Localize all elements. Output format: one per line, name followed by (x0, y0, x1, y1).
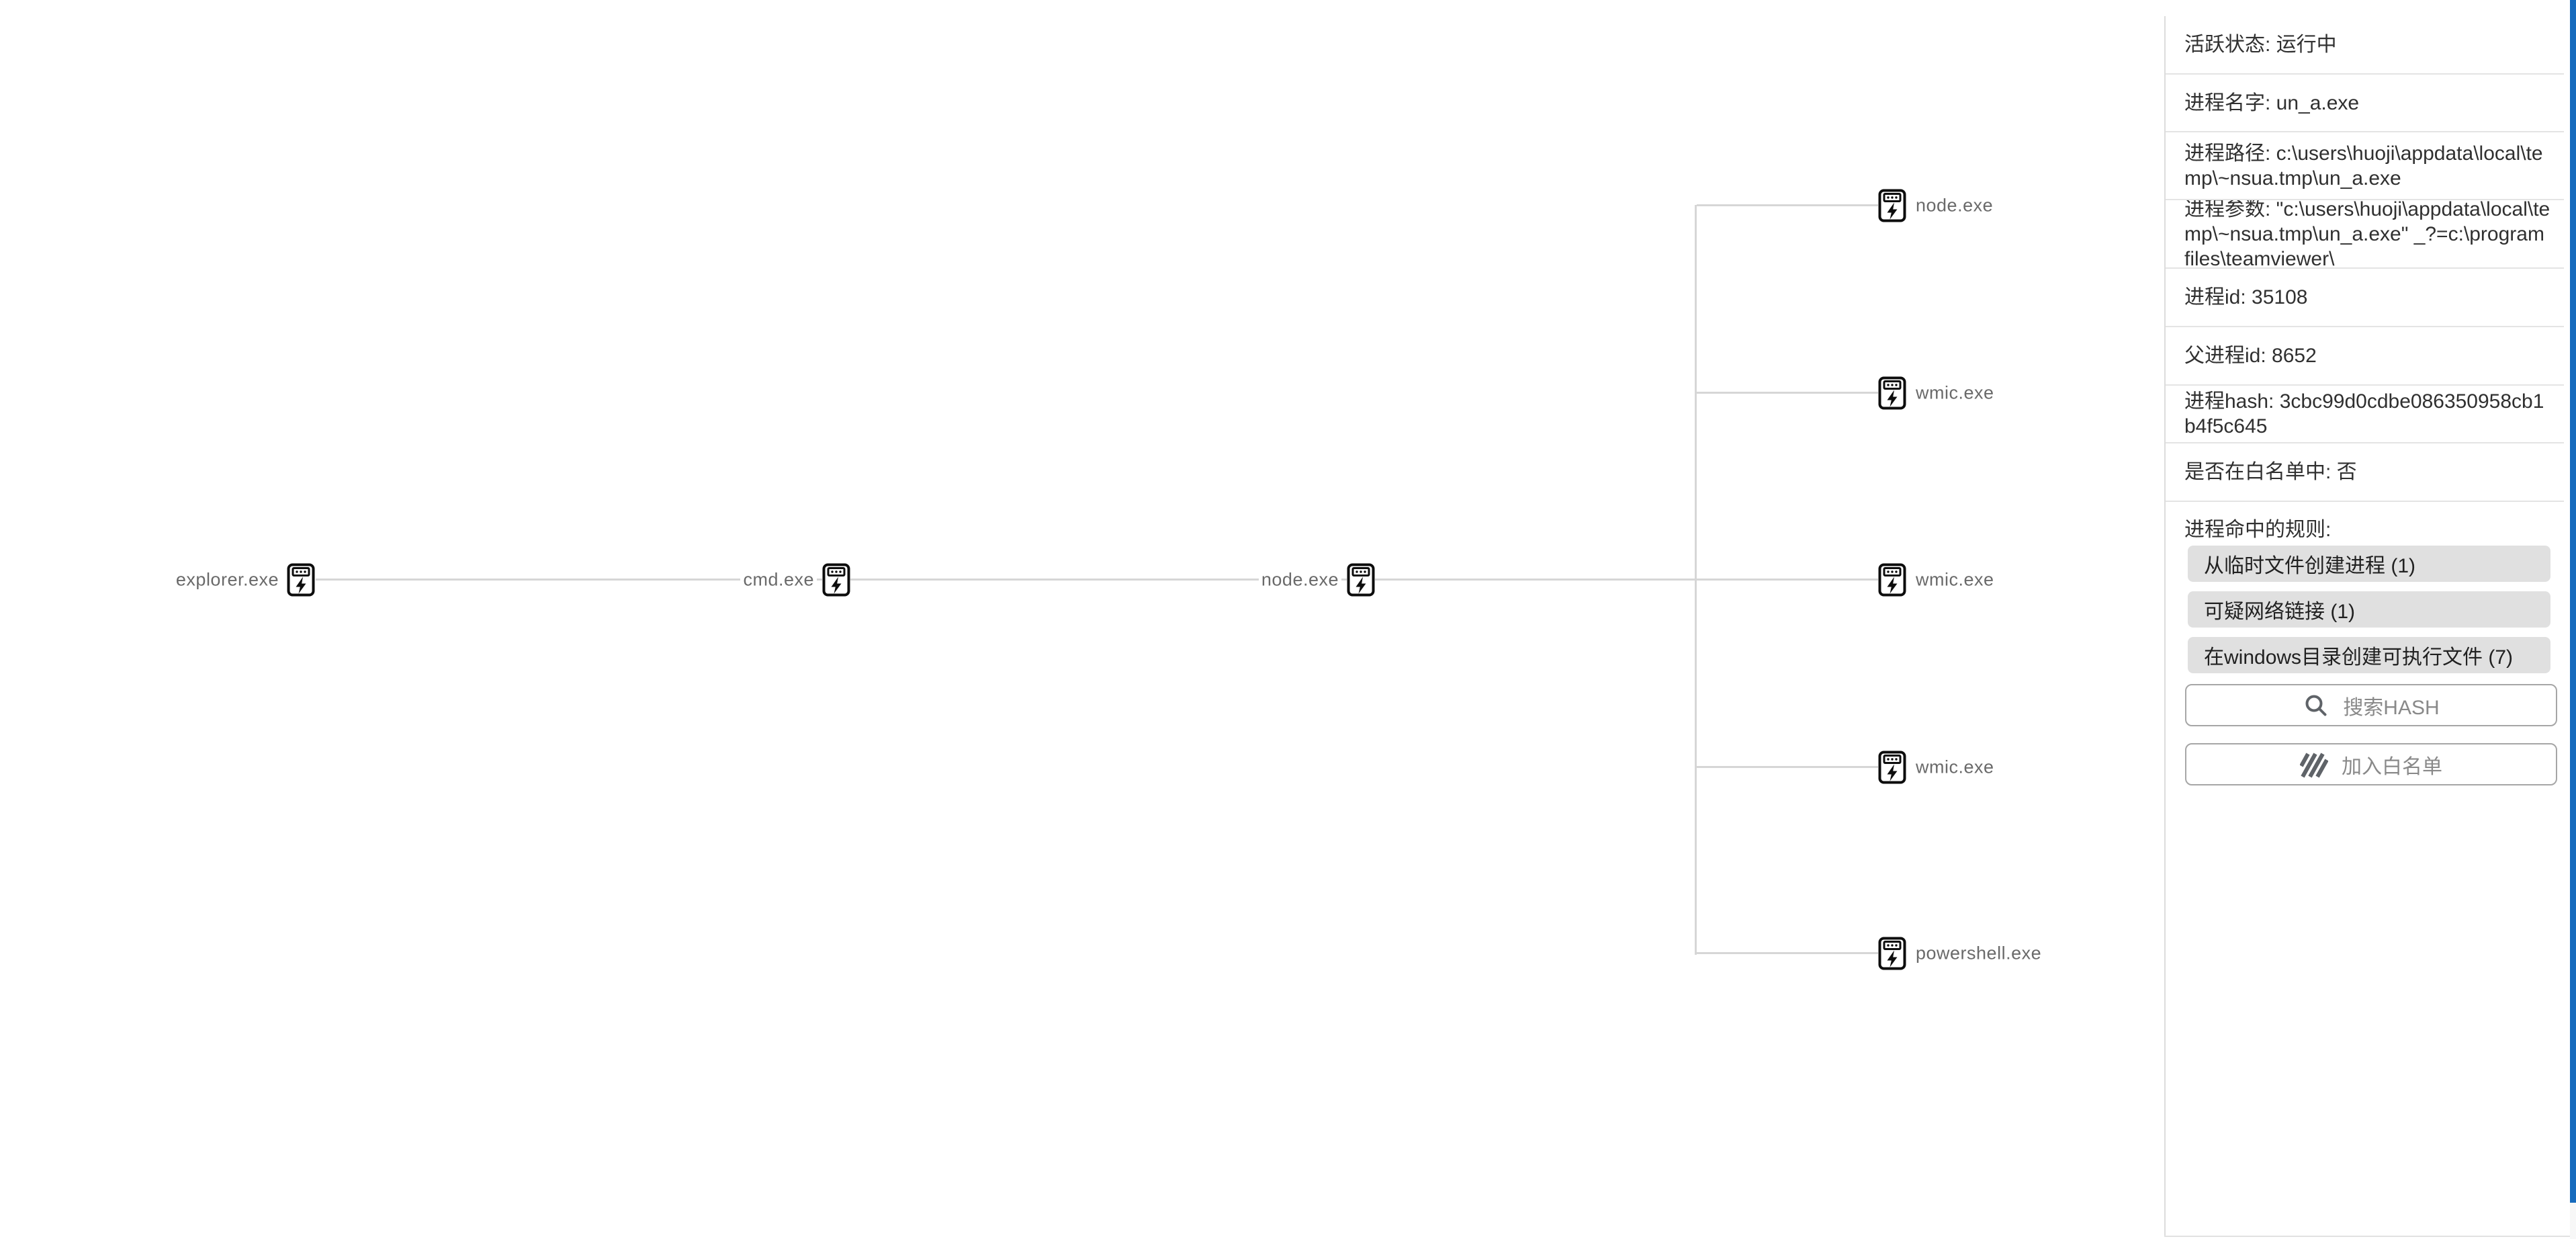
process-label: powershell.exe (1913, 941, 2045, 966)
diagonal-stripes-icon (2300, 753, 2328, 777)
search-hash-label: 搜索HASH (2343, 696, 2440, 719)
search-icon (2305, 695, 2327, 716)
process-label: node.exe (1913, 194, 1996, 218)
rule-chip-temp-file-process[interactable]: 从临时文件创建进程 (1) (2188, 546, 2550, 582)
process-app-bolt-icon (1878, 937, 1906, 970)
process-app-bolt-icon (1878, 376, 1906, 410)
panel-scrollbar-thumb[interactable] (2570, 0, 2576, 1203)
process-node-explorer[interactable]: explorer.exe (173, 563, 315, 597)
add-to-whitelist-label: 加入白名单 (2342, 755, 2442, 778)
search-hash-button[interactable]: 搜索HASH (2185, 684, 2557, 726)
link-child-5 (1697, 952, 1878, 954)
process-app-bolt-icon (1878, 563, 1906, 597)
process-node-powershell[interactable]: powershell.exe (1878, 937, 2045, 970)
link-child-1 (1697, 204, 1878, 206)
process-label: wmic.exe (1913, 755, 1997, 779)
link-explorer-cmd (316, 579, 822, 581)
link-child-4 (1697, 766, 1878, 768)
detail-row-whitelisted: 是否在白名单中: 否 (2166, 443, 2564, 502)
rules-section-title: 进程命中的规则: (2184, 519, 2331, 541)
process-node-wmic-2[interactable]: wmic.exe (1878, 563, 1997, 597)
process-app-bolt-icon (1878, 751, 1906, 784)
process-node-wmic-1[interactable]: wmic.exe (1878, 376, 1997, 410)
process-tree-canvas: explorer.exe cmd.exe node.exe (173, 189, 2045, 970)
process-label: wmic.exe (1913, 568, 1997, 592)
process-node-wmic-3[interactable]: wmic.exe (1878, 751, 1997, 784)
process-node-cmd[interactable]: cmd.exe (740, 563, 850, 597)
process-app-bolt-icon (287, 563, 315, 597)
process-details-panel: 活跃状态: 运行中 进程名字: un_a.exe 进程路径: c:\users\… (2166, 0, 2570, 1239)
process-app-bolt-icon (822, 563, 850, 597)
process-label: cmd.exe (740, 568, 817, 592)
process-label: node.exe (1258, 568, 1341, 592)
detail-row-process-args: 进程参数: "c:\users\huoji\appdata\local\temp… (2166, 200, 2564, 269)
panel-bottom-border (2164, 1236, 2570, 1237)
process-node-node-parent[interactable]: node.exe (1258, 563, 1375, 597)
link-child-2 (1697, 392, 1878, 394)
link-trunk (1695, 205, 1697, 955)
panel-left-divider (2164, 16, 2166, 1236)
link-child-3 (1697, 579, 1878, 581)
panel-scrollbar[interactable] (2570, 0, 2576, 1239)
add-to-whitelist-button[interactable]: 加入白名单 (2185, 743, 2557, 785)
process-label: explorer.exe (173, 568, 281, 592)
detail-row-process-id: 进程id: 35108 (2166, 269, 2564, 327)
process-node-node-child[interactable]: node.exe (1878, 189, 1996, 222)
link-node-trunk (1375, 579, 1695, 581)
detail-row-parent-id: 父进程id: 8652 (2166, 327, 2564, 386)
process-label: wmic.exe (1913, 381, 1997, 405)
rule-chip-windows-dir-exec[interactable]: 在windows目录创建可执行文件 (7) (2188, 637, 2550, 673)
process-app-bolt-icon (1878, 189, 1906, 222)
detail-row-process-path: 进程路径: c:\users\huoji\appdata\local\temp\… (2166, 132, 2564, 200)
detail-row-process-hash: 进程hash: 3cbc99d0cdbe086350958cb1b4f5c645 (2166, 386, 2564, 443)
process-app-bolt-icon (1347, 563, 1375, 597)
link-cmd-node (850, 579, 1347, 581)
rule-chip-suspicious-network[interactable]: 可疑网络链接 (1) (2188, 591, 2550, 628)
detail-row-process-name: 进程名字: un_a.exe (2166, 75, 2564, 132)
detail-row-active-state: 活跃状态: 运行中 (2166, 16, 2564, 75)
